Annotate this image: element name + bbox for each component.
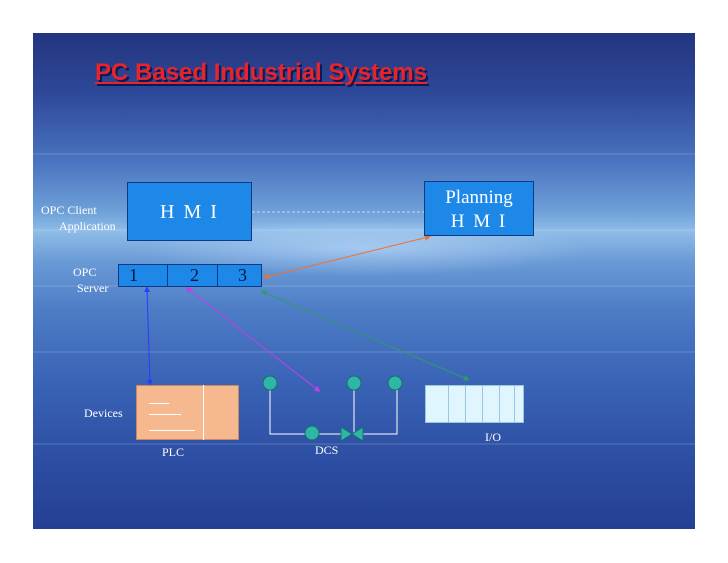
dcs-network xyxy=(269,383,398,435)
io-channel-divider xyxy=(482,385,483,423)
devices-label: Devices xyxy=(84,406,123,420)
dcs-node xyxy=(346,375,362,391)
sea-wave xyxy=(33,153,695,155)
plc-line xyxy=(149,430,195,431)
hmi-box: H M I xyxy=(127,182,252,241)
dcs-node xyxy=(304,425,320,441)
server-io-arrow xyxy=(260,290,470,381)
io-channel-divider xyxy=(514,385,515,423)
io-channel-divider xyxy=(448,385,449,423)
opc-client-label: OPC Client xyxy=(41,203,97,217)
plc-label: PLC xyxy=(162,445,185,459)
io-label: I/O xyxy=(485,430,501,444)
io-channel-divider xyxy=(465,385,466,423)
opc-client-label-line2: Application xyxy=(59,219,116,233)
dcs-node xyxy=(387,375,403,391)
slide-title: PC Based Industrial Systems xyxy=(95,59,428,86)
plc-line xyxy=(149,414,181,415)
connector-layer xyxy=(144,211,470,442)
opc-server-label-line2: Server xyxy=(77,281,109,295)
server-slot-2: 2 xyxy=(167,264,218,287)
dcs-label: DCS xyxy=(315,443,339,457)
opc-server-label: OPC xyxy=(73,265,97,279)
planning-hmi-box: Planning H M I xyxy=(424,181,534,236)
dcs-node xyxy=(262,375,278,391)
io-channel-divider xyxy=(499,385,500,423)
server-slot-1: 1 xyxy=(118,264,168,287)
plc-line xyxy=(149,403,169,404)
valve-icon xyxy=(340,426,364,442)
sea-wave xyxy=(33,443,695,445)
planning-server-arrow xyxy=(263,234,431,280)
plc-device xyxy=(136,385,239,440)
server-slot-3: 3 xyxy=(217,264,262,287)
sea-wave xyxy=(33,229,695,231)
server-plc-arrow xyxy=(144,286,153,386)
sea-wave xyxy=(33,285,695,287)
server-dcs-arrow xyxy=(185,287,321,392)
planning-hmi-label: H M I xyxy=(450,211,508,232)
planning-label: Planning xyxy=(445,187,513,208)
plc-divider xyxy=(203,385,204,440)
io-module xyxy=(425,385,524,423)
slide: PC Based Industrial Systems OPC Client A… xyxy=(33,33,695,529)
